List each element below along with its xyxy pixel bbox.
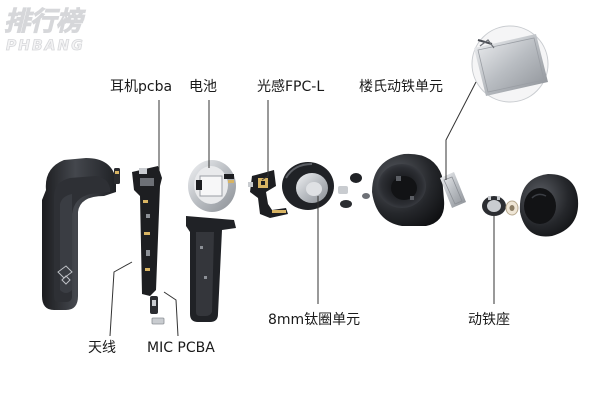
inner-frame-part: [186, 216, 236, 322]
knowles-ba-driver-magnified: [471, 25, 549, 103]
watermark-subtext: PHBANG: [6, 38, 85, 54]
label-earphone-pcba: 耳机pcba: [110, 79, 173, 95]
leader-knowles-driver: [445, 81, 477, 180]
driver-small-parts: [338, 173, 370, 208]
earphone-pcba-part: [132, 166, 162, 296]
label-mic-pcba: MIC PCBA: [147, 340, 215, 356]
label-battery: 电池: [189, 79, 217, 95]
label-ba-seat: 动铁座: [468, 312, 510, 328]
leader-lines: [109, 81, 495, 337]
label-light-sensor-fpc: 光感FPC-L: [257, 79, 325, 95]
earbud-stem-shell: [42, 158, 116, 310]
ba-seat-part: [482, 196, 519, 216]
front-shell-part: [519, 174, 579, 237]
battery-part: [188, 160, 236, 212]
label-antenna: 天线: [88, 340, 116, 356]
knowles-ba-driver-part: [440, 172, 466, 208]
antenna-part: [150, 296, 158, 314]
label-knowles-driver: 楼氏动铁单元: [359, 79, 443, 95]
light-sensor-fpc-part: [248, 170, 288, 218]
leader-light-sensor-fpc: [261, 100, 269, 181]
watermark-logo: 排行榜 PHBANG: [4, 7, 87, 55]
titanium-driver-8mm-part: [282, 162, 334, 210]
leader-antenna: [109, 261, 133, 337]
main-housing-part: [372, 153, 445, 226]
logo-mark-icon: [57, 265, 73, 285]
leader-mic-pcba: [163, 291, 179, 337]
mic-pcba-part: [151, 317, 165, 325]
stem-connector: [114, 168, 120, 184]
watermark-text: 排行榜: [4, 7, 86, 37]
label-8mm-driver: 8mm钛圈单元: [268, 312, 361, 328]
